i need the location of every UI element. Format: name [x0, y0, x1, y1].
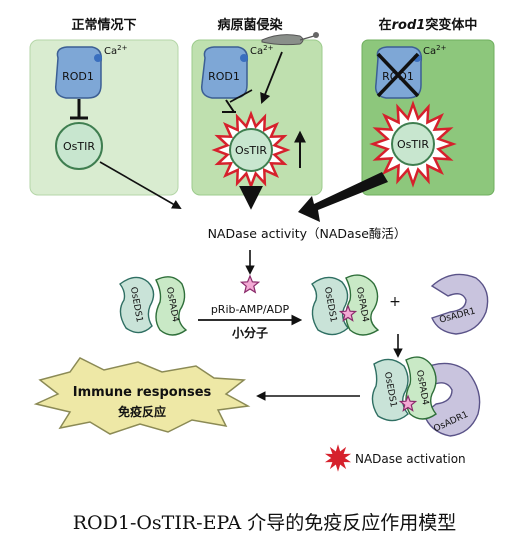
panel-mutant: 在rod1突变体中 Ca2+ ROD1 OsTIR [361, 17, 495, 196]
rod1-protein: Ca2+ ROD1 [200, 44, 274, 99]
calcium-ion [240, 54, 248, 62]
pathogen-icon [261, 32, 319, 46]
panel-normal: 正常情况下 Ca2+ ROD1 OsTIR [29, 17, 179, 196]
osadr1-protein: OsADR1 [430, 273, 489, 335]
plus-sign: + [389, 294, 401, 310]
small-molecule-star-icon [239, 274, 261, 294]
inhibition-line [225, 99, 235, 113]
pathogen-block-arrow [229, 89, 253, 103]
immune-response-burst: Immune responses 免疫反应 [33, 357, 251, 435]
calcium-label: Ca2+ [423, 44, 447, 57]
panel-mutant-title: 在rod1突变体中 [379, 17, 478, 33]
rod1-protein-knockout: Ca2+ ROD1 [374, 44, 447, 99]
eds1-pad4-complex: OsEDS1 OsPAD4 [119, 276, 188, 336]
panel-infection-title: 病原菌侵染 [217, 17, 283, 33]
eds1-pad4-adr1-complex: OsADR1 OsEDS1 OsPAD4 [371, 356, 481, 437]
panel-normal-title: 正常情况下 [71, 17, 136, 33]
small-molecule-star-icon [338, 304, 358, 322]
rod1-label: ROD1 [62, 70, 94, 83]
normal-to-activity-arrow [99, 161, 182, 209]
ostir-protein: OsTIR [391, 122, 435, 166]
calcium-label: Ca2+ [104, 44, 128, 57]
small-molecules-label: pRib-AMP/ADP [211, 303, 290, 316]
small-molecule-star-icon [398, 394, 418, 412]
eds1-pad4-bound-complex: OsEDS1 OsPAD4 [311, 274, 380, 336]
small-molecules-cn-label: 小分子 [232, 325, 268, 340]
legend: NADase activation [324, 444, 466, 472]
pathogen-activation-arrow [260, 51, 283, 105]
calcium-ion [94, 54, 102, 62]
rod1-protein: Ca2+ ROD1 [54, 44, 128, 99]
ostir-protein: OsTIR [55, 122, 103, 170]
immune-responses-label: Immune responses [73, 385, 212, 400]
ostir-label: OsTIR [235, 144, 267, 157]
nadase-activity-label: NADase activity（NADase酶活） [208, 226, 407, 241]
ostir-label: OsTIR [63, 140, 95, 153]
calcium-label: Ca2+ [250, 44, 274, 57]
nadase-activation-icon [324, 444, 352, 472]
figure-caption: ROD1-OsTIR-EPA 介导的免疫反应作用模型 [72, 512, 457, 534]
knockout-cross-icon [376, 52, 420, 98]
immune-responses-cn-label: 免疫反应 [118, 404, 166, 419]
nadase-activation-label: NADase activation [355, 452, 466, 466]
mutant-to-activity-arrow [298, 172, 388, 222]
panel-infection: 病原菌侵染 Ca2+ ROD1 OsTIR [191, 17, 323, 210]
rod1-label: ROD1 [208, 70, 240, 83]
ostir-label: OsTIR [397, 138, 429, 151]
ostir-protein: OsTIR [229, 128, 273, 172]
